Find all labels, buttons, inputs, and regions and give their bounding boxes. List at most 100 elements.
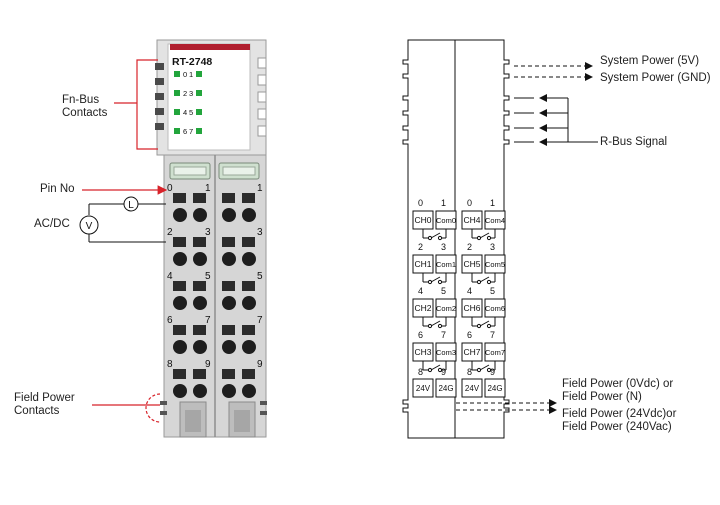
release-slot[interactable] — [242, 237, 255, 247]
relay-switch — [479, 364, 490, 371]
release-slot[interactable] — [242, 369, 255, 379]
wire-hole[interactable] — [222, 296, 236, 310]
pin-no-label: Pin No — [40, 183, 75, 195]
field-power-contact-bottom — [160, 411, 167, 415]
schematic-pin: 6 — [467, 330, 472, 340]
com-label: Com4 — [485, 216, 505, 225]
release-slot[interactable] — [193, 193, 206, 203]
wire-hole[interactable] — [173, 296, 187, 310]
fn-bus-bracket — [136, 59, 158, 150]
pin-number: 2 — [167, 227, 173, 238]
led-label: 2 — [183, 89, 187, 98]
system-power-5v-label: System Power (5V) — [600, 55, 700, 67]
field-power-contacts-label: Field Power Contacts — [14, 392, 75, 417]
wire-hole[interactable] — [193, 252, 207, 266]
relay-switch — [430, 364, 441, 371]
wire-hole[interactable] — [173, 340, 187, 354]
release-slot[interactable] — [242, 193, 255, 203]
status-led — [174, 128, 180, 134]
release-slot[interactable] — [242, 281, 255, 291]
release-slot[interactable] — [173, 193, 186, 203]
schematic-pin: 0 — [418, 198, 423, 208]
led-label: 4 — [183, 108, 187, 117]
schematic-pin: 9 — [490, 367, 495, 377]
field-power-circle — [145, 393, 161, 423]
release-slot[interactable] — [173, 325, 186, 335]
pin-number: 1 — [257, 183, 263, 194]
release-slot[interactable] — [193, 237, 206, 247]
release-slot[interactable] — [222, 325, 235, 335]
power-box-24g — [484, 378, 506, 398]
pin-number: 0 — [167, 183, 173, 194]
field-power-0v-label: Field Power (0Vdc) or Field Power (N) — [562, 378, 674, 403]
led-label: 0 — [183, 70, 187, 79]
relay-contact — [486, 279, 492, 285]
wire-hole[interactable] — [222, 340, 236, 354]
fn-bus-contact-pins — [155, 63, 164, 130]
release-slot[interactable] — [222, 369, 235, 379]
channel-label: CH2 — [414, 303, 431, 313]
relay-contact — [486, 235, 492, 241]
schematic-pin: 4 — [418, 286, 423, 296]
pin-number: 1 — [205, 183, 211, 194]
schematic-pin: 5 — [441, 286, 446, 296]
wire-hole[interactable] — [242, 340, 256, 354]
wire-hole[interactable] — [173, 384, 187, 398]
schematic-pin: 1 — [490, 198, 495, 208]
release-slot[interactable] — [173, 237, 186, 247]
release-slot[interactable] — [242, 325, 255, 335]
schematic-pin: 0 — [467, 198, 472, 208]
relay-contact — [437, 279, 443, 285]
release-slot[interactable] — [193, 369, 206, 379]
status-led — [196, 90, 202, 96]
load-symbol-label: L — [128, 200, 134, 211]
acdc-label: AC/DC — [34, 218, 70, 230]
wire-hole[interactable] — [222, 208, 236, 222]
status-led — [174, 109, 180, 115]
led-label: 7 — [189, 127, 193, 136]
com-label: Com6 — [485, 304, 505, 313]
wire-hole[interactable] — [242, 384, 256, 398]
wire-hole[interactable] — [193, 340, 207, 354]
release-slot[interactable] — [193, 281, 206, 291]
pin-number: 5 — [257, 271, 263, 282]
rbus-arrows — [514, 94, 598, 146]
schematic-pin: 3 — [441, 242, 446, 252]
led-label: 6 — [183, 127, 187, 136]
release-slot[interactable] — [193, 325, 206, 335]
release-slot[interactable] — [222, 193, 235, 203]
wire-hole[interactable] — [242, 208, 256, 222]
channel-label: CH5 — [463, 259, 480, 269]
wire-hole[interactable] — [222, 384, 236, 398]
system-power-gnd-label: System Power (GND) — [600, 72, 711, 84]
relay-contact — [437, 323, 443, 329]
status-led — [196, 109, 202, 115]
wire-hole[interactable] — [193, 208, 207, 222]
wire-hole[interactable] — [222, 252, 236, 266]
relay-contact — [486, 323, 492, 329]
release-slot[interactable] — [173, 369, 186, 379]
load-symbol — [123, 196, 139, 212]
power-box-24v — [412, 378, 434, 398]
pin-number: 9 — [205, 359, 211, 370]
release-slot[interactable] — [173, 281, 186, 291]
schematic-pin: 6 — [418, 330, 423, 340]
wire-hole[interactable] — [193, 296, 207, 310]
power-label: 24G — [487, 384, 502, 393]
wire-hole[interactable] — [173, 208, 187, 222]
release-slot[interactable] — [222, 237, 235, 247]
relay-switch — [479, 276, 490, 283]
channel-label: CH7 — [463, 347, 480, 357]
relay-switch — [479, 232, 490, 239]
schematic-pin: 7 — [490, 330, 495, 340]
wire-hole[interactable] — [242, 252, 256, 266]
rbus-signal-label: R-Bus Signal — [600, 136, 668, 148]
wire-hole[interactable] — [173, 252, 187, 266]
release-slot[interactable] — [222, 281, 235, 291]
pin-number: 6 — [167, 315, 173, 326]
wire-hole[interactable] — [193, 384, 207, 398]
wire-hole[interactable] — [242, 296, 256, 310]
